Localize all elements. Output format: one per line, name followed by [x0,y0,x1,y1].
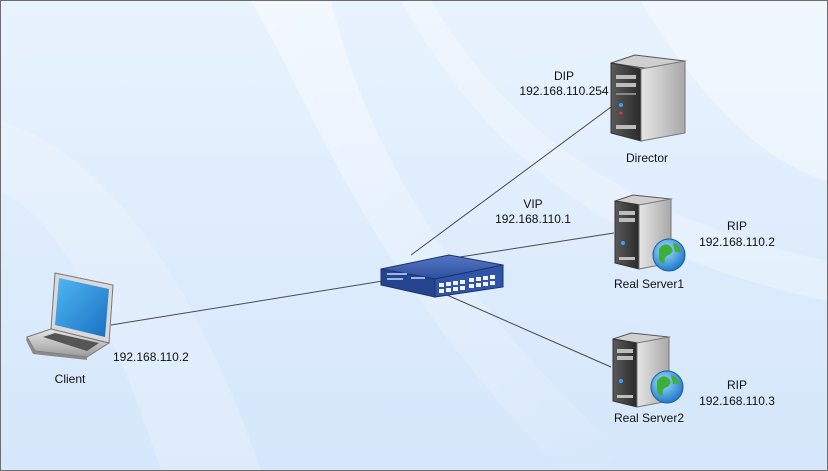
real-server2-label: Real Server2 [613,411,685,425]
dip-label: DIP [553,69,575,83]
web-server-icon [612,332,684,408]
rip1-address: 192.168.110.2 [699,235,775,249]
vip-label: VIP [523,197,543,211]
link-switch-realserver1 [446,232,615,260]
rip2-label: RIP [726,378,748,392]
rip1-label: RIP [726,219,748,233]
link-switch-director [410,106,612,256]
rip2-address: 192.168.110.3 [699,394,775,408]
web-server-icon [614,194,686,272]
server-icon [610,54,687,142]
dip-address: 192.168.110.254 [519,84,609,98]
link-client-switch [110,280,384,326]
client-label: Client [54,372,86,386]
link-switch-realserver2 [446,294,612,368]
client-ip: 192.168.110.2 [113,350,189,364]
laptop-icon [26,272,114,360]
connection-lines [110,106,615,368]
network-switch-icon [380,254,504,298]
real-server1-label: Real Server1 [613,277,685,291]
vip-address: 192.168.110.1 [495,212,571,226]
director-label: Director [625,151,669,165]
